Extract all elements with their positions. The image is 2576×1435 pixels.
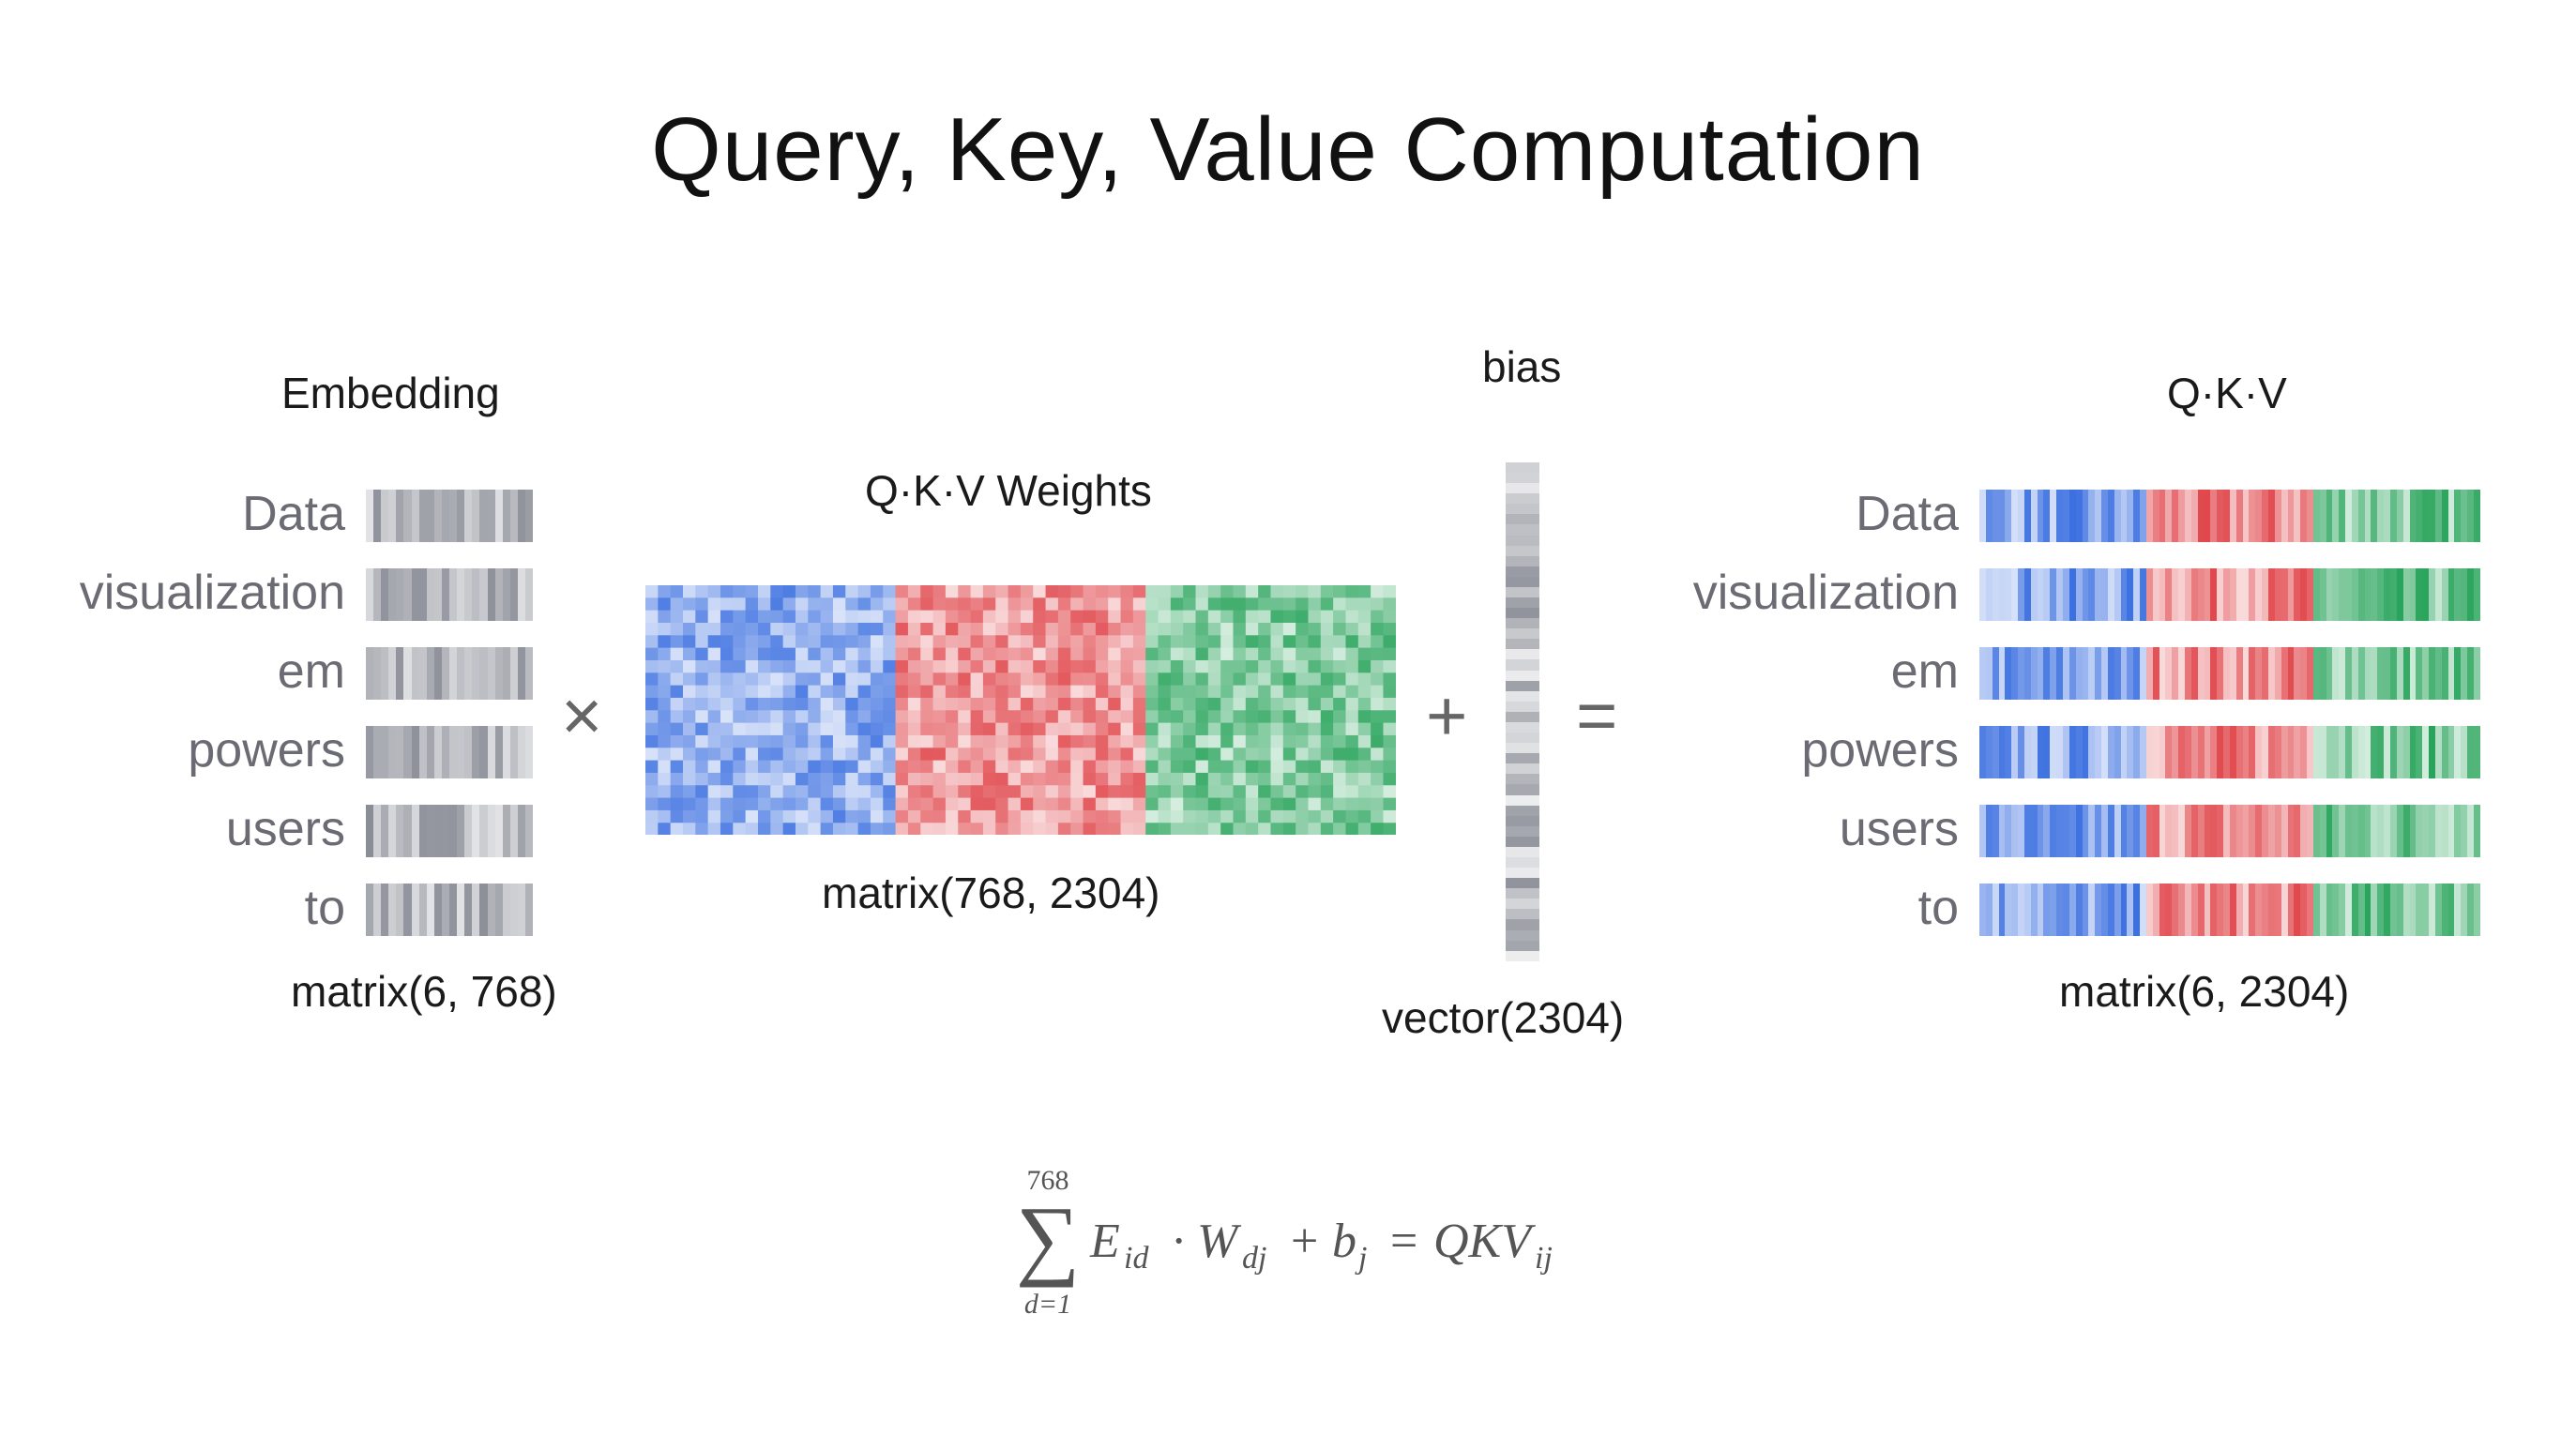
embedding-token-2: em [277,644,345,699]
embedding-token-1: visualization [79,566,345,620]
times-operator: × [561,676,603,756]
embedding-row [366,568,534,621]
page-title: Query, Key, Value Computation [651,99,1925,200]
bias-shape: vector(2304) [1382,993,1625,1042]
output-label: Q·K·V [2167,369,2287,417]
output-token-5: to [1917,881,1959,935]
formula-plus: + [1291,1215,1318,1268]
output-shape: matrix(6, 2304) [2059,967,2350,1016]
output-token-3: powers [1801,723,1959,778]
formula-W-sub: dj [1242,1241,1266,1276]
formula-b: b [1332,1215,1356,1268]
formula-E-sub: id [1124,1241,1149,1276]
qkv-output-row [1979,805,2480,857]
qkv-output-row [1979,884,2480,936]
sum-upper-limit: 768 [1027,1165,1069,1196]
qkv-output-row [1979,490,2480,542]
qkv-output-row [1979,726,2480,778]
embedding-row [366,726,534,778]
embedding-row [366,884,534,936]
qkv-formula: 768 ∑ d=1 E id · W dj + b j = QKV ij [1016,1165,1553,1320]
output-token-1: visualization [1692,566,1959,620]
bias-label: bias [1482,342,1562,391]
embedding-token-5: to [304,881,345,935]
sigma-symbol: ∑ [1016,1187,1080,1288]
bias-vector [1506,462,1539,961]
formula-equals: = [1390,1215,1417,1268]
embedding-row [366,805,534,857]
embedding-label: Embedding [281,369,500,417]
formula-W: W [1197,1215,1242,1268]
equals-operator: = [1576,676,1618,756]
formula-E: E [1089,1215,1120,1268]
weights-shape: matrix(768, 2304) [822,869,1160,917]
embedding-token-0: Data [242,487,345,541]
embedding-row [366,647,534,700]
qkv-output-row [1979,647,2480,700]
embedding-token-3: powers [188,723,345,778]
embedding-shape: matrix(6, 768) [291,967,557,1016]
formula-dot: · [1171,1215,1187,1268]
embedding-token-4: users [225,802,345,856]
weights-label: Q·K·V Weights [865,466,1152,515]
qkv-output-row [1979,568,2480,621]
output-token-2: em [1890,644,1959,699]
formula-QKV: QKV [1433,1215,1536,1268]
formula-QKV-sub: ij [1535,1241,1553,1276]
formula-b-sub: j [1355,1241,1367,1276]
output-token-4: users [1839,802,1959,856]
plus-operator: + [1426,676,1468,756]
output-token-0: Data [1856,487,1959,541]
qkv-weights-matrix [645,585,1396,835]
embedding-row [366,490,534,542]
sum-lower-limit: d=1 [1024,1289,1071,1320]
